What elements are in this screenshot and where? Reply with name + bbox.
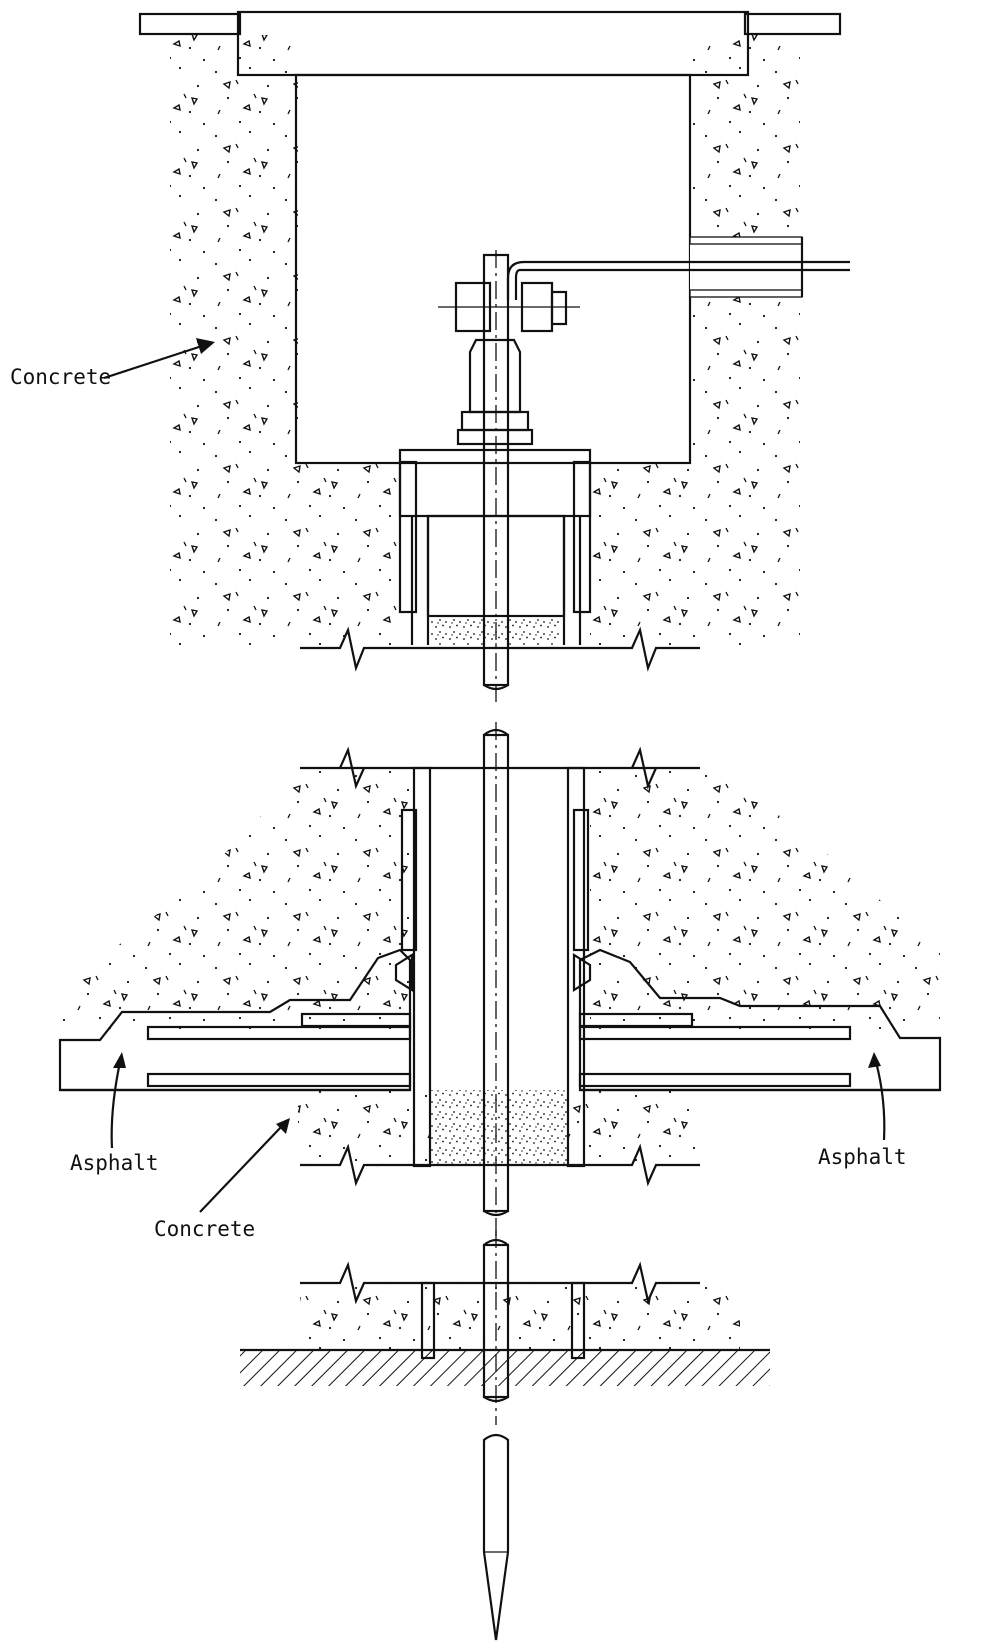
label-concrete-top-group: Concrete <box>10 338 215 389</box>
ground-rod-top <box>482 250 510 705</box>
soil-ground <box>240 1350 770 1386</box>
arrow-head-asphalt-right <box>868 1052 881 1068</box>
ground-rod-middle <box>482 722 510 1240</box>
break-line-2 <box>300 1143 700 1187</box>
label-asphalt-left: Asphalt <box>70 1151 159 1175</box>
label-concrete-top: Concrete <box>10 365 111 389</box>
arrow-head-asphalt-left <box>113 1052 126 1068</box>
cable-gland <box>456 338 534 446</box>
side-conduit-pipe <box>689 236 804 298</box>
label-asphalt-left-group: Asphalt <box>70 1052 159 1175</box>
membrane-left-lower <box>146 1072 412 1088</box>
break-line-3 <box>300 1261 700 1305</box>
break-line-1 <box>300 626 700 672</box>
label-concrete-bottom: Concrete <box>154 1217 255 1241</box>
label-concrete-bottom-group: Concrete <box>154 1118 290 1241</box>
concrete-mound <box>60 770 940 1030</box>
top-section <box>138 10 850 705</box>
label-asphalt-right: Asphalt <box>818 1145 907 1169</box>
membrane-right-upper <box>578 1025 852 1041</box>
ground-rod-lower <box>482 1230 510 1425</box>
floor-surface <box>138 12 842 36</box>
arrow-head-concrete-top <box>196 338 215 354</box>
concrete-fill-top <box>170 35 800 645</box>
membrane-right-lower <box>578 1072 852 1088</box>
sealing-housing <box>398 448 592 645</box>
arrow-head-concrete-bottom <box>276 1118 290 1134</box>
membrane-left-upper <box>146 1025 412 1041</box>
middle-section <box>58 722 942 1240</box>
ground-rod-tip <box>482 1433 510 1641</box>
lower-section <box>240 1230 770 1641</box>
label-asphalt-right-group: Asphalt <box>818 1052 907 1169</box>
manhole-cover <box>236 10 750 77</box>
pipe-sleeve <box>394 766 592 1168</box>
